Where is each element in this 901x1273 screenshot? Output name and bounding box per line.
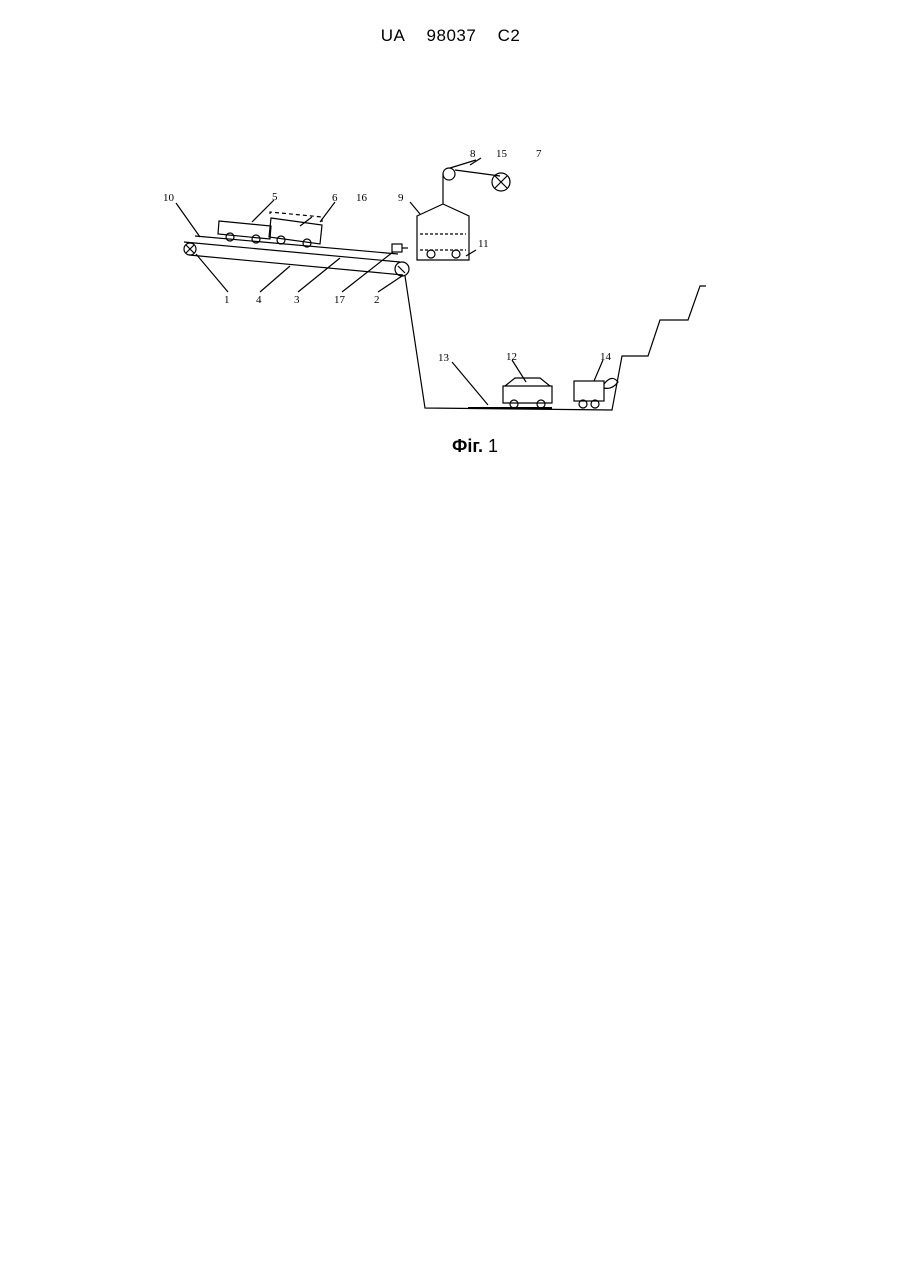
drive-drum xyxy=(184,243,196,255)
pit-outline xyxy=(405,276,706,410)
conveyor-belt xyxy=(184,236,403,275)
label-14: 14 xyxy=(600,351,612,363)
label-9: 9 xyxy=(398,192,404,204)
label-17: 17 xyxy=(334,294,346,306)
bunker xyxy=(417,204,476,260)
platform-car-5 xyxy=(218,221,271,243)
leader-lines xyxy=(176,158,603,405)
label-15: 15 xyxy=(496,148,508,160)
label-2: 2 xyxy=(374,294,380,306)
label-7: 7 xyxy=(536,148,542,160)
label-6: 6 xyxy=(332,192,338,204)
label-13: 13 xyxy=(438,352,450,364)
caption-number: 1 xyxy=(488,436,498,456)
label-1: 1 xyxy=(224,294,230,306)
label-8: 8 xyxy=(470,148,476,160)
caption-prefix: Фіг. xyxy=(452,436,483,456)
dump-car xyxy=(503,378,552,408)
hoist-system xyxy=(443,160,510,204)
label-11: 11 xyxy=(478,238,489,250)
label-3: 3 xyxy=(294,294,300,306)
label-10: 10 xyxy=(163,192,175,204)
label-5: 5 xyxy=(272,191,278,203)
figure-caption: Фіг. 1 xyxy=(0,436,901,457)
stop-block xyxy=(392,244,408,252)
label-4: 4 xyxy=(256,294,262,306)
label-12: 12 xyxy=(506,351,517,363)
platform-car-6 xyxy=(269,212,322,247)
excavator xyxy=(574,378,618,408)
label-16: 16 xyxy=(356,192,368,204)
tail-drum xyxy=(395,262,409,276)
